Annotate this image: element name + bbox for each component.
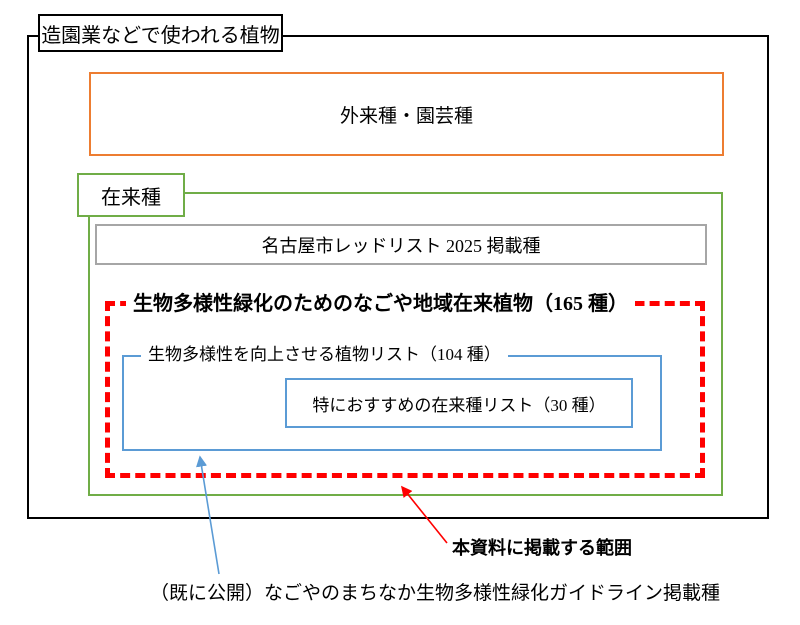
exotic-species-box: 外来種・園芸種 (89, 72, 724, 156)
recommended-natives-label: 特におすすめの在来種リスト（30 種） (312, 395, 606, 415)
landscaping-plants-title: 造園業などで使われる植物 (41, 24, 280, 47)
native-species-label: 在来種 (101, 186, 161, 209)
redlist-box: 名古屋市レッドリスト 2025 掲載種 (95, 224, 707, 265)
recommended-natives-box: 特におすすめの在来種リスト（30 種） (285, 378, 633, 428)
improve-biodiversity-list-title: 生物多様性を向上させる植物リスト（104 種） (141, 343, 508, 367)
scope-annotation: 本資料に掲載する範囲 (452, 538, 632, 558)
nagoya-native-plants-title: 生物多様性緑化のためのなごや地域在来植物（165 種） (126, 290, 635, 318)
landscaping-plants-title-box: 造園業などで使われる植物 (38, 14, 283, 52)
exotic-species-label: 外来種・園芸種 (339, 105, 473, 127)
guideline-annotation: （既に公開）なごやのまちなか生物多様性緑化ガイドライン掲載種 (150, 583, 721, 604)
landscaping-plants-box (27, 35, 769, 519)
redlist-label: 名古屋市レッドリスト 2025 掲載種 (261, 235, 541, 256)
native-species-label-box: 在来種 (77, 173, 185, 217)
